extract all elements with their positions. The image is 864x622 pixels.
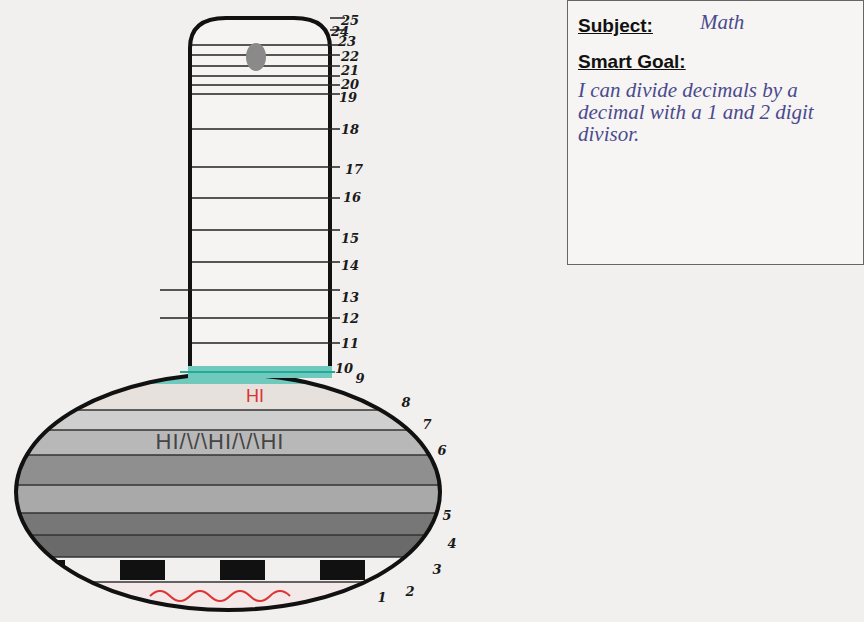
scale-number: 3: [432, 562, 441, 577]
field-heading: Subject:: [578, 15, 698, 37]
scale-number: 11: [341, 336, 359, 351]
scale-number: 6: [437, 443, 446, 458]
scale-number: 14: [341, 258, 359, 273]
scale-number: 10: [335, 361, 353, 376]
scale-number: 13: [341, 290, 359, 305]
scale-number: 20: [341, 77, 359, 92]
scale-number: 9: [355, 371, 364, 386]
scale-number: 12: [341, 311, 359, 326]
scale-number: 5: [442, 508, 451, 523]
scale-number: 21: [341, 63, 359, 78]
scribble-text: HI/\/\HI/\/\HI: [156, 429, 285, 455]
scale-number: 23: [338, 34, 356, 49]
scale-number: 8: [401, 395, 410, 410]
scale-number: 4: [447, 536, 456, 551]
handwritten-text: Math: [700, 11, 850, 33]
scale-number: 22: [341, 49, 359, 64]
goal-box: Subject:MathSmart Goal: I can divide deci…: [567, 0, 864, 265]
handwritten-text: I can divide decimals by a decimal with …: [578, 79, 848, 145]
scribble-text: HI: [246, 386, 264, 407]
scale-number: 1: [377, 590, 386, 605]
scale-number: 19: [339, 90, 357, 105]
field-heading: Smart Goal:: [578, 51, 778, 73]
scale-number: 7: [422, 417, 431, 432]
scale-number: 15: [341, 231, 359, 246]
scale-number: 16: [343, 190, 361, 205]
scale-number: 2: [405, 584, 414, 599]
scale-number: 17: [345, 162, 363, 177]
scale-number: 18: [341, 122, 359, 137]
